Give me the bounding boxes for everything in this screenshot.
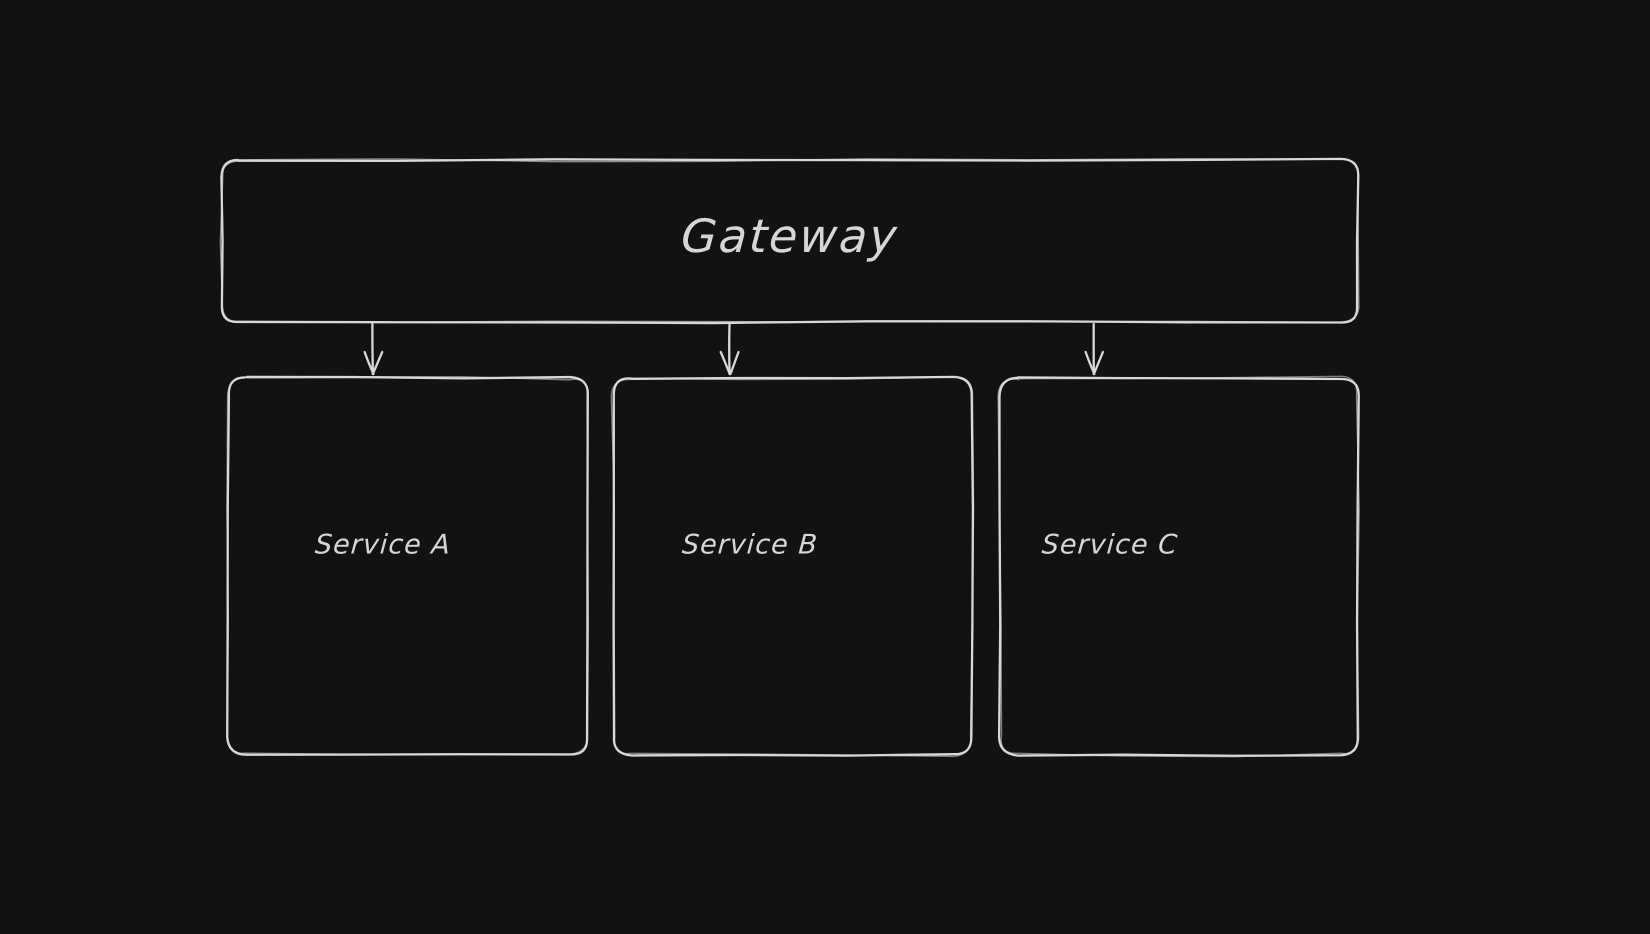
service-a-node[interactable] <box>228 378 588 755</box>
gateway-node[interactable] <box>222 160 1358 322</box>
service-c-node[interactable] <box>1000 378 1358 755</box>
service-b-node[interactable] <box>613 378 972 755</box>
